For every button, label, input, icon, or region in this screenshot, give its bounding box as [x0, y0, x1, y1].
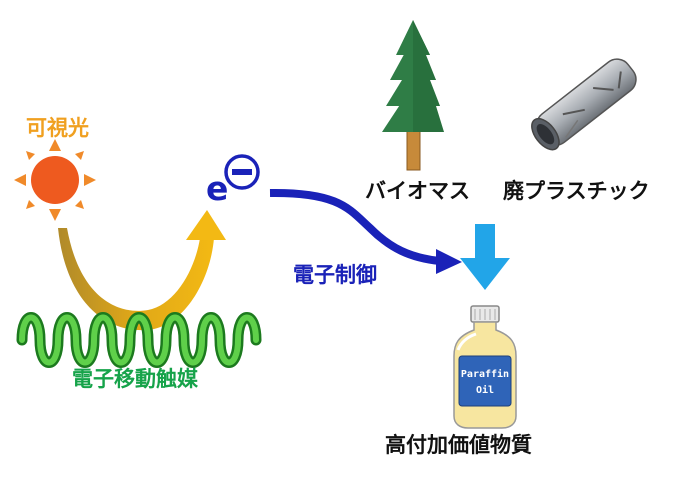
- bottle-label-line2: Oil: [476, 384, 494, 396]
- visible-light-label: 可視光: [26, 116, 89, 140]
- down-arrow: [460, 224, 510, 290]
- electron-minus-icon: [224, 154, 260, 190]
- waste-plastic-label: 廃プラスチック: [503, 179, 650, 203]
- electron-control-arrow: [269, 188, 462, 274]
- biomass-label: バイオマス: [365, 179, 470, 203]
- product-label: 高付加価値物質: [385, 433, 532, 457]
- bottle-label-line1: Paraffin: [461, 368, 509, 380]
- excitation-arrow: [58, 210, 226, 331]
- spring-catalyst-icon: [16, 312, 262, 368]
- electron-label: e: [206, 169, 229, 208]
- tree-icon: [382, 20, 444, 171]
- sun-icon: [14, 139, 96, 221]
- electron-control-label: 電子制御: [293, 263, 377, 287]
- plastic-bottle-icon: [531, 58, 637, 151]
- oil-bottle-icon: Paraffin Oil: [453, 305, 517, 429]
- catalyst-label: 電子移動触媒: [72, 367, 198, 391]
